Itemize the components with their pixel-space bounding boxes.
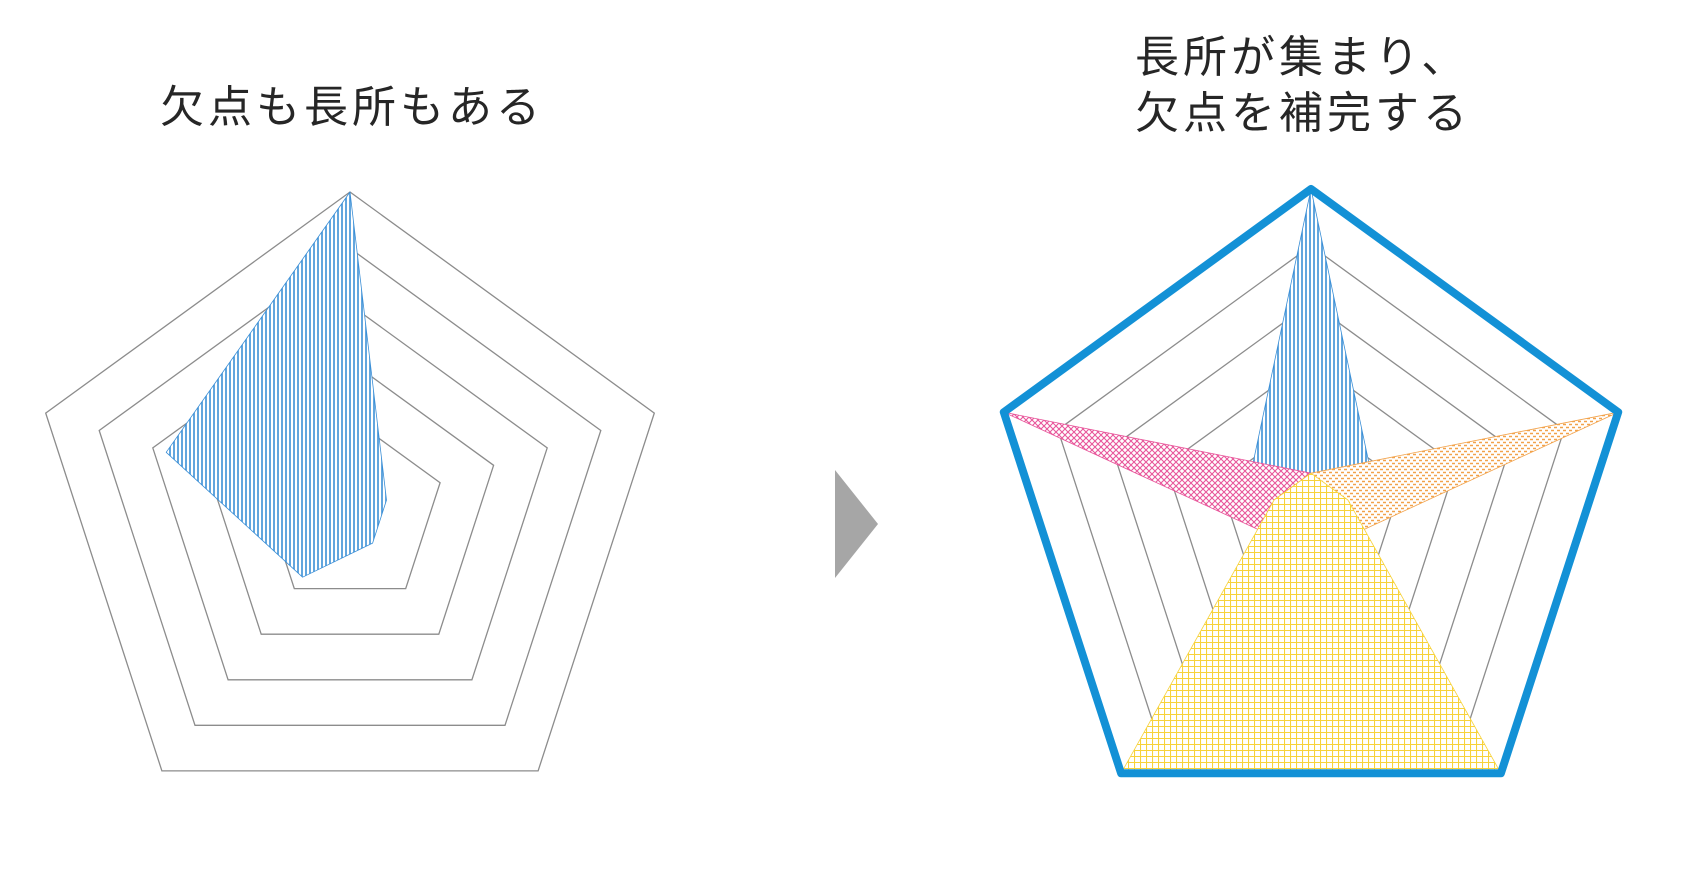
left-grid-ring-4 — [98, 247, 602, 726]
right-caption-line-2: 欠点を補完する — [1135, 88, 1471, 139]
right-arrow-icon — [835, 470, 878, 578]
left-grid-ring-3 — [152, 303, 548, 681]
right-radar-chart — [999, 185, 1623, 778]
right-caption-line-1: 長所が集まり、 — [1135, 32, 1470, 83]
left-profile-area — [165, 191, 387, 578]
left-grid-ring-5 — [44, 191, 656, 772]
right-profile-area-4 — [1120, 472, 1502, 774]
right-combined-outline — [999, 185, 1623, 778]
left-caption: 欠点も長所もある — [160, 82, 544, 133]
right-caption: 長所が集まり、 欠点を補完する — [1135, 30, 1471, 142]
left-radar-chart — [44, 191, 656, 772]
